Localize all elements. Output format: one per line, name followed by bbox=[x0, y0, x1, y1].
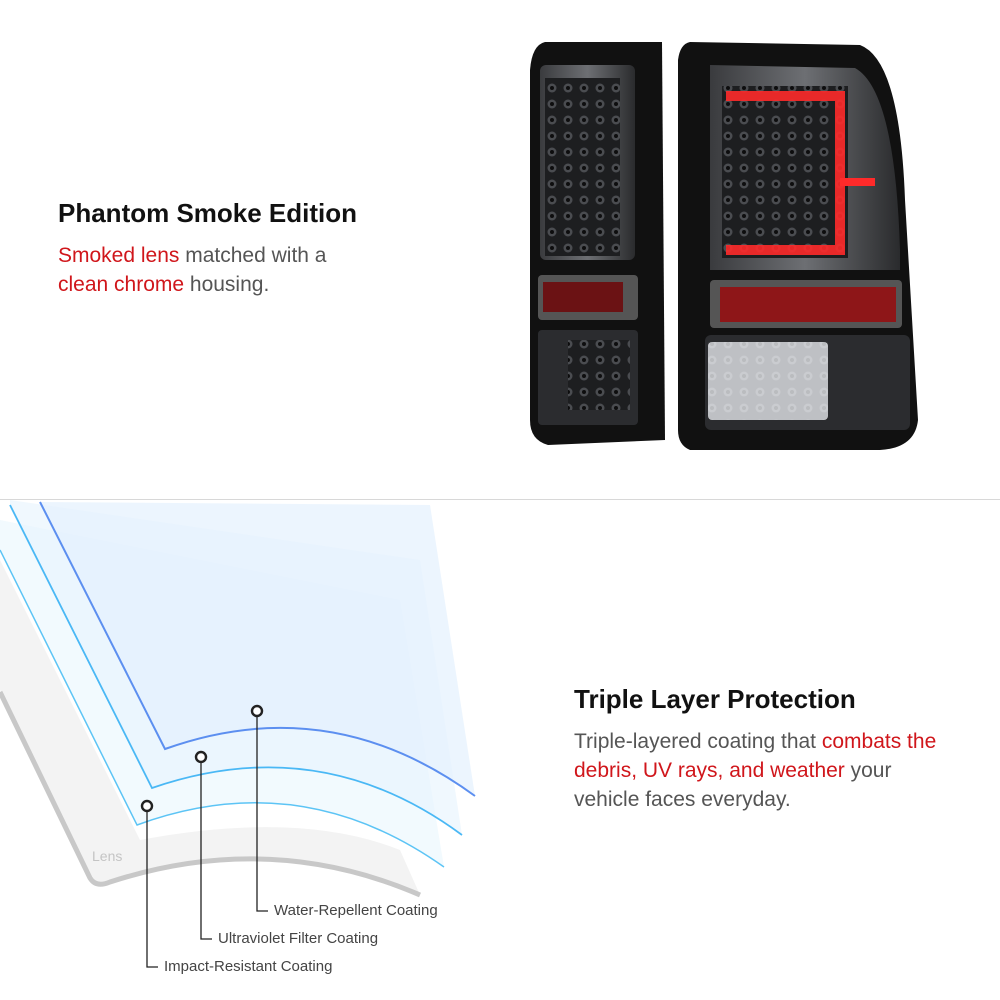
section1-title: Phantom Smoke Edition bbox=[58, 198, 358, 228]
highlight-clean-chrome: clean chrome bbox=[58, 273, 185, 296]
section2-description: Triple-layered coating that combats the … bbox=[574, 727, 954, 814]
tail-lights-image bbox=[530, 42, 918, 450]
desc-text: your vehicle faces everyday. bbox=[574, 759, 892, 811]
leader-water bbox=[256, 716, 268, 912]
lens-label: Lens bbox=[92, 848, 123, 864]
layer-water bbox=[40, 502, 475, 796]
marker-impact bbox=[140, 799, 154, 813]
right-tail-light bbox=[678, 42, 918, 450]
section2-title: Triple Layer Protection bbox=[574, 684, 856, 714]
highlight-smoked-lens: Smoked lens bbox=[58, 244, 180, 267]
leader-uv bbox=[200, 762, 212, 940]
section-divider bbox=[0, 499, 1000, 500]
marker-uv bbox=[194, 750, 208, 764]
desc-text: housing. bbox=[184, 273, 270, 296]
lens-shape bbox=[0, 560, 420, 895]
label-water-repellent: Water-Repellent Coating bbox=[274, 902, 438, 919]
label-impact-resistant: Impact-Resistant Coating bbox=[164, 958, 333, 975]
marker-water bbox=[250, 704, 264, 718]
highlight-combats: combats the debris, UV rays, and weather bbox=[574, 730, 937, 782]
label-uv-filter: Ultraviolet Filter Coating bbox=[218, 930, 379, 947]
left-tail-light bbox=[530, 42, 665, 445]
desc-text: Triple-layered coating that bbox=[574, 730, 822, 753]
section1-description: Smoked lens matched with a clean chrome … bbox=[58, 241, 358, 299]
desc-text: matched with a bbox=[179, 244, 327, 267]
leader-impact bbox=[146, 811, 158, 968]
lens-edge bbox=[0, 690, 421, 898]
